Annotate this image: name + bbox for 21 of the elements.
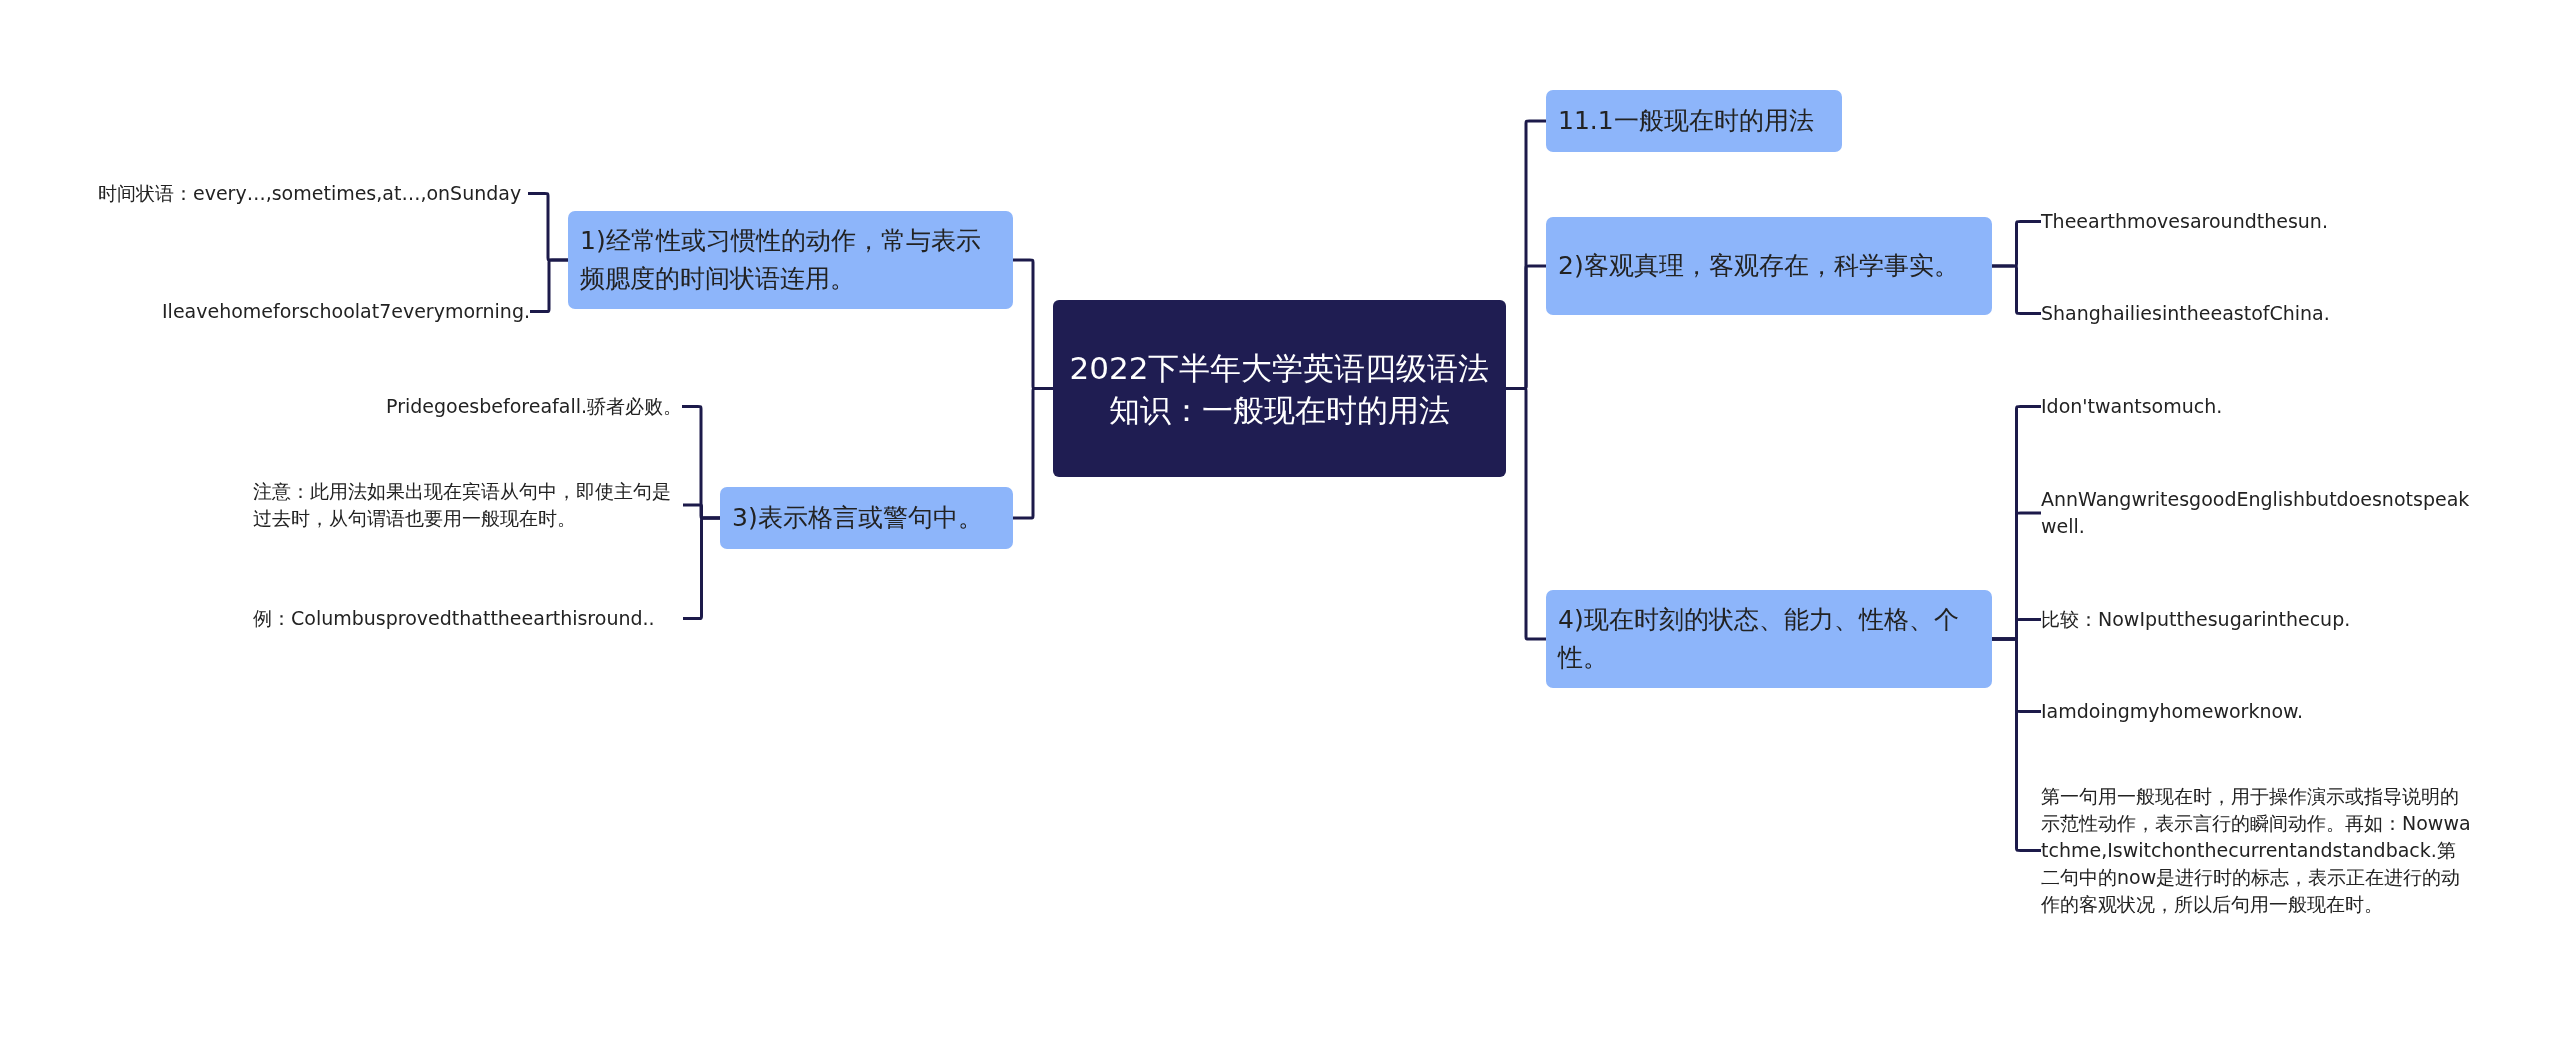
topic-box: 1)经常性或习惯性的动作，常与表示频腮度的时间状语连用。 bbox=[568, 211, 1013, 309]
note-text: 比较：NowIputthesugarinthecup. bbox=[2041, 606, 2471, 633]
note-text: 时间状语：every…,sometimes,at…,onSunday bbox=[98, 180, 528, 207]
note-text: 第一句用一般现在时，用于操作演示或指导说明的示范性动作，表示言行的瞬间动作。再如：Nowwatchme,Iswitchonthecurrentandstandback.第二句中的now是进行时的标志，表示正在进行的动作的客观状况，所以后句用一般现在时。 bbox=[2041, 783, 2471, 918]
connector-line bbox=[1992, 264, 2041, 315]
topic-box: 2)客观真理，客观存在，科学事实。 bbox=[1546, 217, 1992, 315]
note-text: 例：Columbusprovedthattheearthisround.. bbox=[253, 605, 683, 632]
note-text: ShanghailiesintheeastofChina. bbox=[2041, 300, 2461, 327]
note-text: Idon'twantsomuch. bbox=[2041, 393, 2461, 420]
connector-line bbox=[530, 258, 568, 313]
note-text: Theearthmovesaroundthesun. bbox=[2041, 208, 2461, 235]
note-text: AnnWangwritesgoodEnglishbutdoesnotspeakwell. bbox=[2041, 486, 2471, 540]
note-text: Iamdoingmyhomeworknow. bbox=[2041, 698, 2471, 725]
note-text: Ileavehomeforschoolat7everymorning. bbox=[120, 298, 530, 325]
central-topic: 2022下半年大学英语四级语法知识：一般现在时的用法 bbox=[1053, 300, 1506, 477]
topic-box: 3)表示格言或警句中。 bbox=[720, 487, 1013, 549]
connector-line bbox=[1506, 387, 1546, 641]
note-text: Pridegoesbeforeafall.骄者必败。 bbox=[330, 393, 682, 420]
topic-box: 4)现在时刻的状态、能力、性格、个性。 bbox=[1546, 590, 1992, 688]
note-text: 注意：此用法如果出现在宾语从句中，即使主句是过去时，从句谓语也要用一般现在时。 bbox=[253, 478, 683, 532]
topic-box: 11.1一般现在时的用法 bbox=[1546, 90, 1842, 152]
